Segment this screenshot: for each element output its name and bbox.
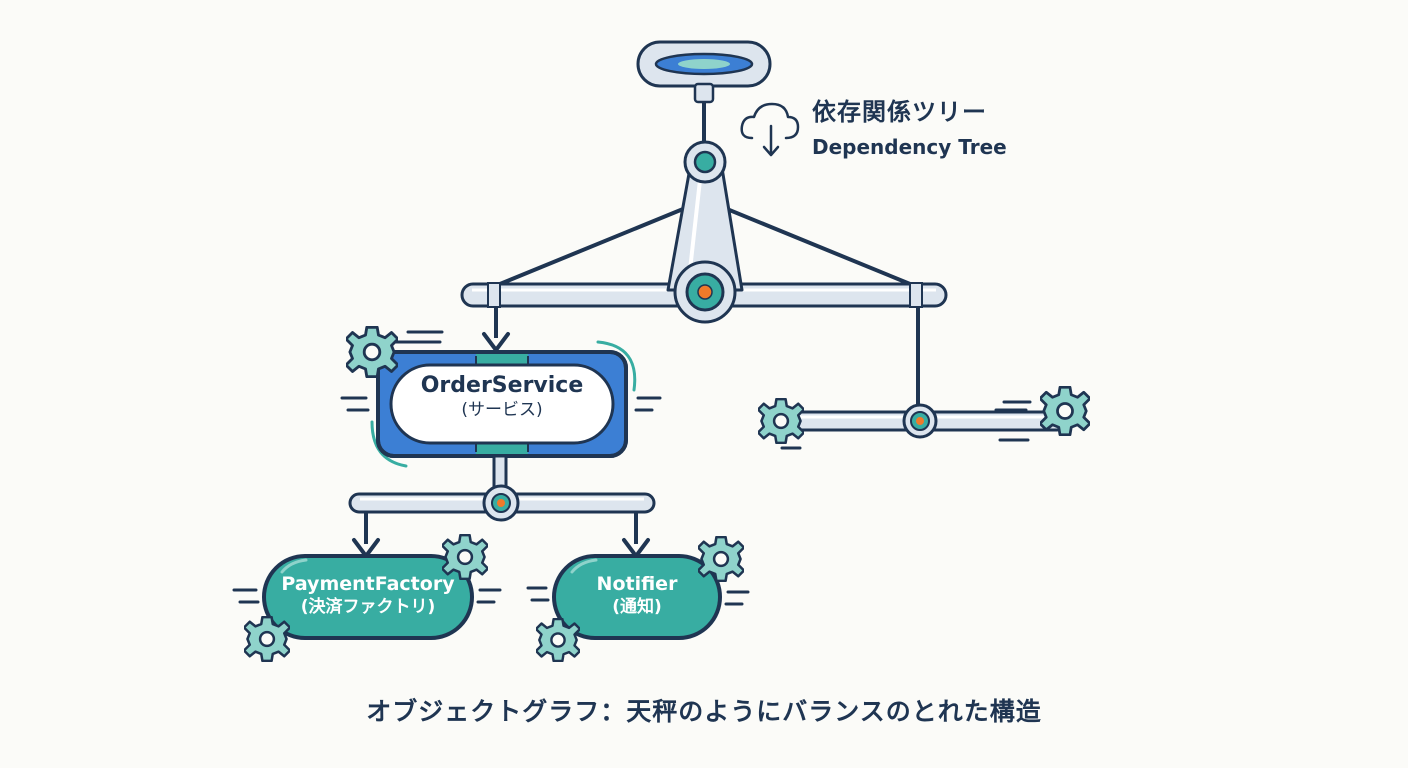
notifier-label: Notifier (通知): [556, 573, 718, 618]
notifier-node: [552, 554, 722, 640]
gear-icon: [758, 398, 804, 444]
motion-lines: [232, 588, 502, 604]
diagram-title: 依存関係ツリー Dependency Tree: [812, 92, 1007, 159]
arrow-to-paymentfactory: [352, 512, 380, 558]
orderservice-name: OrderService: [420, 373, 584, 398]
caption: オブジェクトグラフ：天秤のようにバランスのとれた構造: [366, 697, 1042, 726]
orderservice-label: OrderService (サービス): [392, 372, 612, 421]
gear-icon: [346, 326, 398, 378]
orderservice-sub: (サービス): [461, 399, 543, 420]
orderservice-node: [370, 340, 637, 468]
ceiling-mount: [636, 40, 772, 148]
notifier-sub: (通知): [612, 596, 662, 617]
title-english: Dependency Tree: [812, 135, 1007, 159]
paymentfactory-sub: (決済ファクトリ): [300, 596, 436, 617]
paymentfactory-label: PaymentFactory (決済ファクトリ): [266, 573, 470, 618]
notifier-name: Notifier: [596, 573, 678, 595]
motion-lines: [526, 586, 750, 606]
lower-balance-beam: [348, 484, 656, 522]
title-japanese: 依存関係ツリー: [812, 98, 987, 126]
suspension-strings: [493, 198, 917, 288]
gear-icon: [536, 618, 580, 662]
motion-lines: [780, 400, 1032, 450]
motion-lines: [340, 330, 662, 412]
paymentfactory-node: [262, 554, 474, 640]
gear-icon: [1040, 386, 1090, 436]
hanger-arm: [666, 140, 744, 324]
arrow-to-notifier: [622, 512, 650, 558]
paymentfactory-name: PaymentFactory: [281, 573, 455, 595]
right-hanging-beam: [772, 306, 1068, 439]
gear-icon: [244, 616, 290, 662]
arrow-to-orderservice: [482, 306, 510, 352]
cloud-download-icon: [740, 102, 800, 157]
